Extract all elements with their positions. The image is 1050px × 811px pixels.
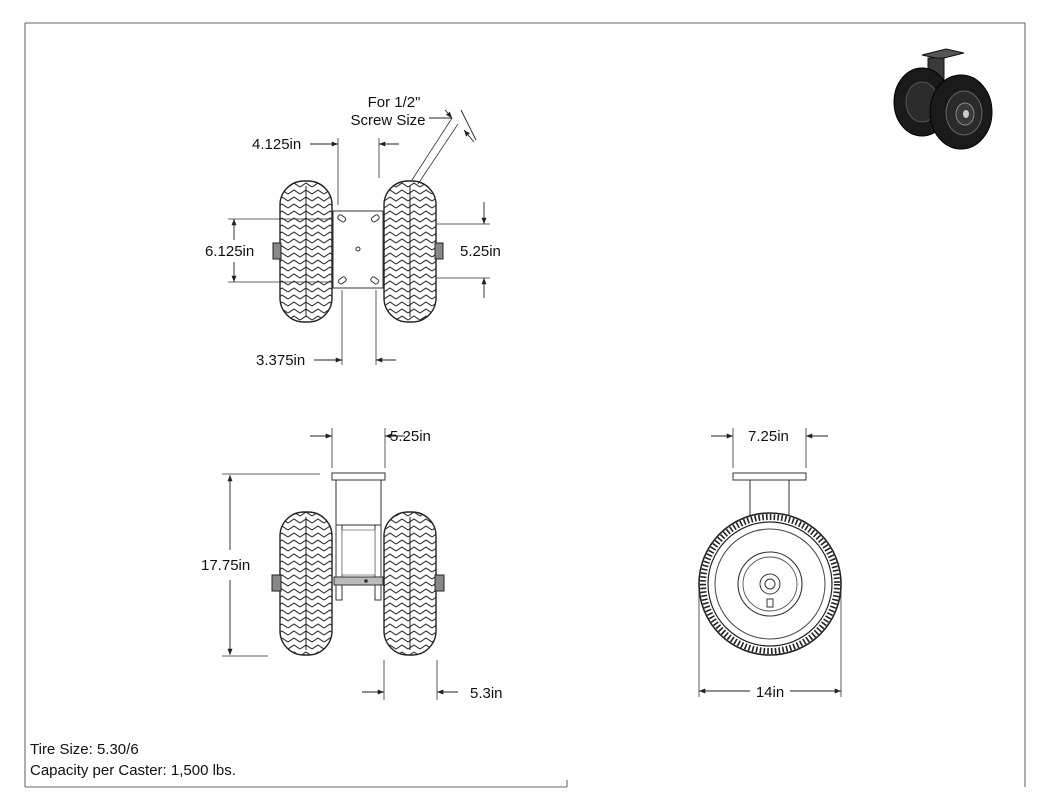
- dim-left-height-label: 6.125in: [205, 243, 254, 260]
- screw-note-line1: For 1/2": [368, 94, 421, 111]
- tire-size-note: Tire Size: 5.30/6: [30, 741, 139, 758]
- dim-right-height: [437, 202, 490, 298]
- dim-right-height-label: 5.25in: [460, 243, 501, 260]
- dim-top-width: [310, 138, 399, 205]
- dim-bottom-width: [314, 290, 396, 365]
- dim-top-width-label: 4.125in: [252, 136, 301, 153]
- front-view: 5.25in 17.75in 5.3in: [201, 428, 503, 702]
- dim-bottom-width-label: 3.375in: [256, 352, 305, 369]
- dim-left-height: [228, 218, 332, 283]
- front-left-tire: [271, 511, 333, 656]
- dim-front-top-label: 5.25in: [390, 428, 431, 445]
- front-fork: [333, 479, 384, 601]
- front-right-tire: [383, 511, 445, 656]
- front-top-plate: [331, 472, 386, 481]
- side-wheel: [698, 512, 842, 656]
- screw-note-line2: Screw Size: [350, 112, 425, 129]
- drawing-border: [24, 22, 1026, 788]
- dim-front-top: [310, 428, 405, 468]
- top-left-tire: [272, 180, 333, 323]
- dim-side-top: [711, 428, 828, 468]
- isometric-caster-image: [893, 48, 993, 150]
- capacity-note: Capacity per Caster: 1,500 lbs.: [30, 762, 236, 779]
- screw-note-leader: [411, 109, 477, 185]
- side-view: 7.25in 14in: [698, 428, 842, 701]
- top-right-tire: [383, 180, 444, 323]
- top-view: For 1/2" Screw Size 4.125in 6.125in 5.25…: [205, 94, 501, 369]
- dim-side-diameter: [698, 590, 842, 697]
- dim-front-bottom: [362, 660, 458, 700]
- dim-front-height-label: 17.75in: [201, 557, 250, 574]
- dim-side-diameter-label: 14in: [756, 684, 784, 701]
- side-top-plate: [732, 472, 807, 481]
- dim-front-height: [222, 473, 320, 657]
- top-plate: [332, 210, 384, 289]
- dim-front-bottom-label: 5.3in: [470, 685, 503, 702]
- dim-side-top-label: 7.25in: [748, 428, 789, 445]
